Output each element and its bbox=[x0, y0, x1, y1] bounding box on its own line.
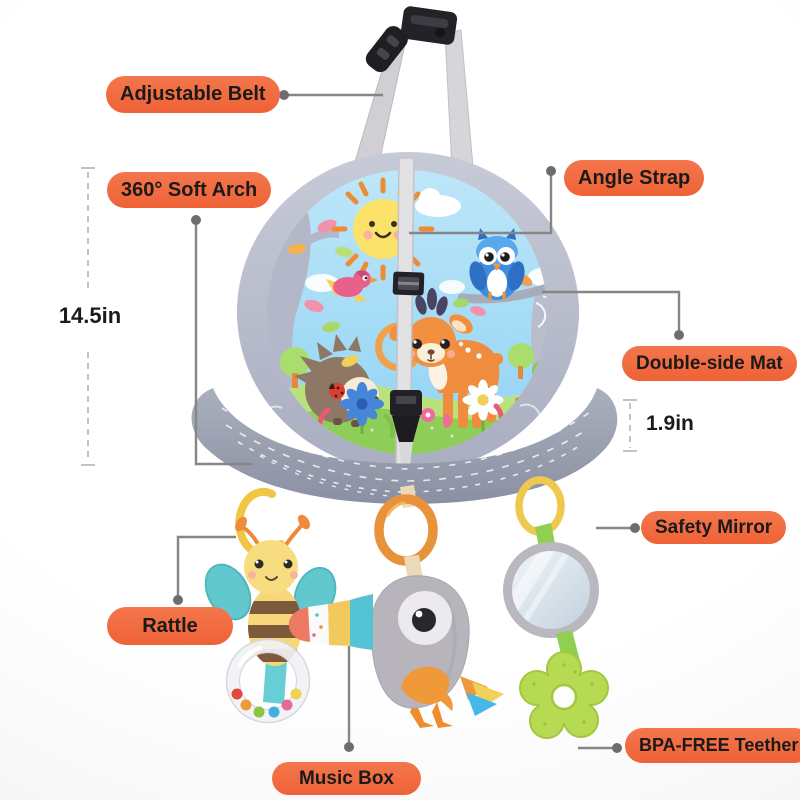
callout-label: Double-side Mat bbox=[636, 352, 783, 374]
flying-bird bbox=[326, 270, 378, 302]
callout-label: 360° Soft Arch bbox=[121, 178, 258, 201]
cornflower bbox=[340, 382, 384, 434]
strap-adjuster bbox=[365, 26, 408, 73]
callout-angle-strap: Angle Strap bbox=[564, 160, 705, 196]
connector-rattle bbox=[173, 535, 236, 605]
daisy bbox=[462, 379, 504, 432]
callout-label: Safety Mirror bbox=[655, 516, 773, 538]
connector-safety-mirror bbox=[596, 523, 640, 533]
measure-arch-height bbox=[81, 167, 95, 466]
callout-soft-arch: 360° Soft Arch bbox=[107, 172, 272, 208]
soft-arch bbox=[191, 388, 618, 504]
callout-label: Rattle bbox=[142, 614, 198, 637]
callout-label: BPA-FREE Teether bbox=[639, 735, 799, 755]
callout-safety-mirror: Safety Mirror bbox=[641, 511, 787, 544]
connector-adjustable-belt bbox=[279, 90, 383, 100]
teether-star bbox=[519, 630, 609, 739]
callout-rattle: Rattle bbox=[107, 607, 233, 645]
strap-buckle-upper bbox=[392, 271, 425, 296]
callout-bpa-free-teether: BPA-FREE Teether bbox=[625, 728, 800, 763]
connector-soft-arch bbox=[191, 215, 253, 466]
center-strap bbox=[390, 157, 425, 471]
rattle-ring bbox=[225, 638, 311, 724]
deer-antlers bbox=[415, 288, 448, 316]
measurement-arch-height: 14.5in bbox=[58, 303, 122, 328]
callout-label: Adjustable Belt bbox=[120, 83, 266, 105]
leaves bbox=[288, 219, 353, 333]
ladybug bbox=[329, 383, 345, 399]
clouds bbox=[305, 188, 547, 294]
connector-angle-strap bbox=[409, 166, 556, 235]
callout-label: Music Box bbox=[298, 767, 395, 789]
music-box-bird bbox=[288, 575, 504, 728]
measurement-mat-thickness: 1.9in bbox=[646, 412, 694, 435]
top-buckle bbox=[365, 6, 458, 73]
connector-music-box bbox=[344, 646, 354, 752]
connector-double-side-mat bbox=[542, 290, 684, 340]
owl bbox=[453, 228, 547, 316]
callout-double-side-mat: Double-side Mat bbox=[622, 346, 797, 381]
callout-adjustable-belt: Adjustable Belt bbox=[106, 76, 280, 113]
bee-rattle bbox=[204, 514, 337, 724]
strap-buckle-lower bbox=[390, 390, 422, 464]
measure-mat-thickness bbox=[623, 399, 637, 452]
safety-mirror-toy bbox=[503, 523, 599, 638]
callout-music-box: Music Box bbox=[272, 762, 421, 795]
connector-bpa-free-teether bbox=[578, 743, 622, 753]
callout-label: Angle Strap bbox=[578, 166, 691, 189]
